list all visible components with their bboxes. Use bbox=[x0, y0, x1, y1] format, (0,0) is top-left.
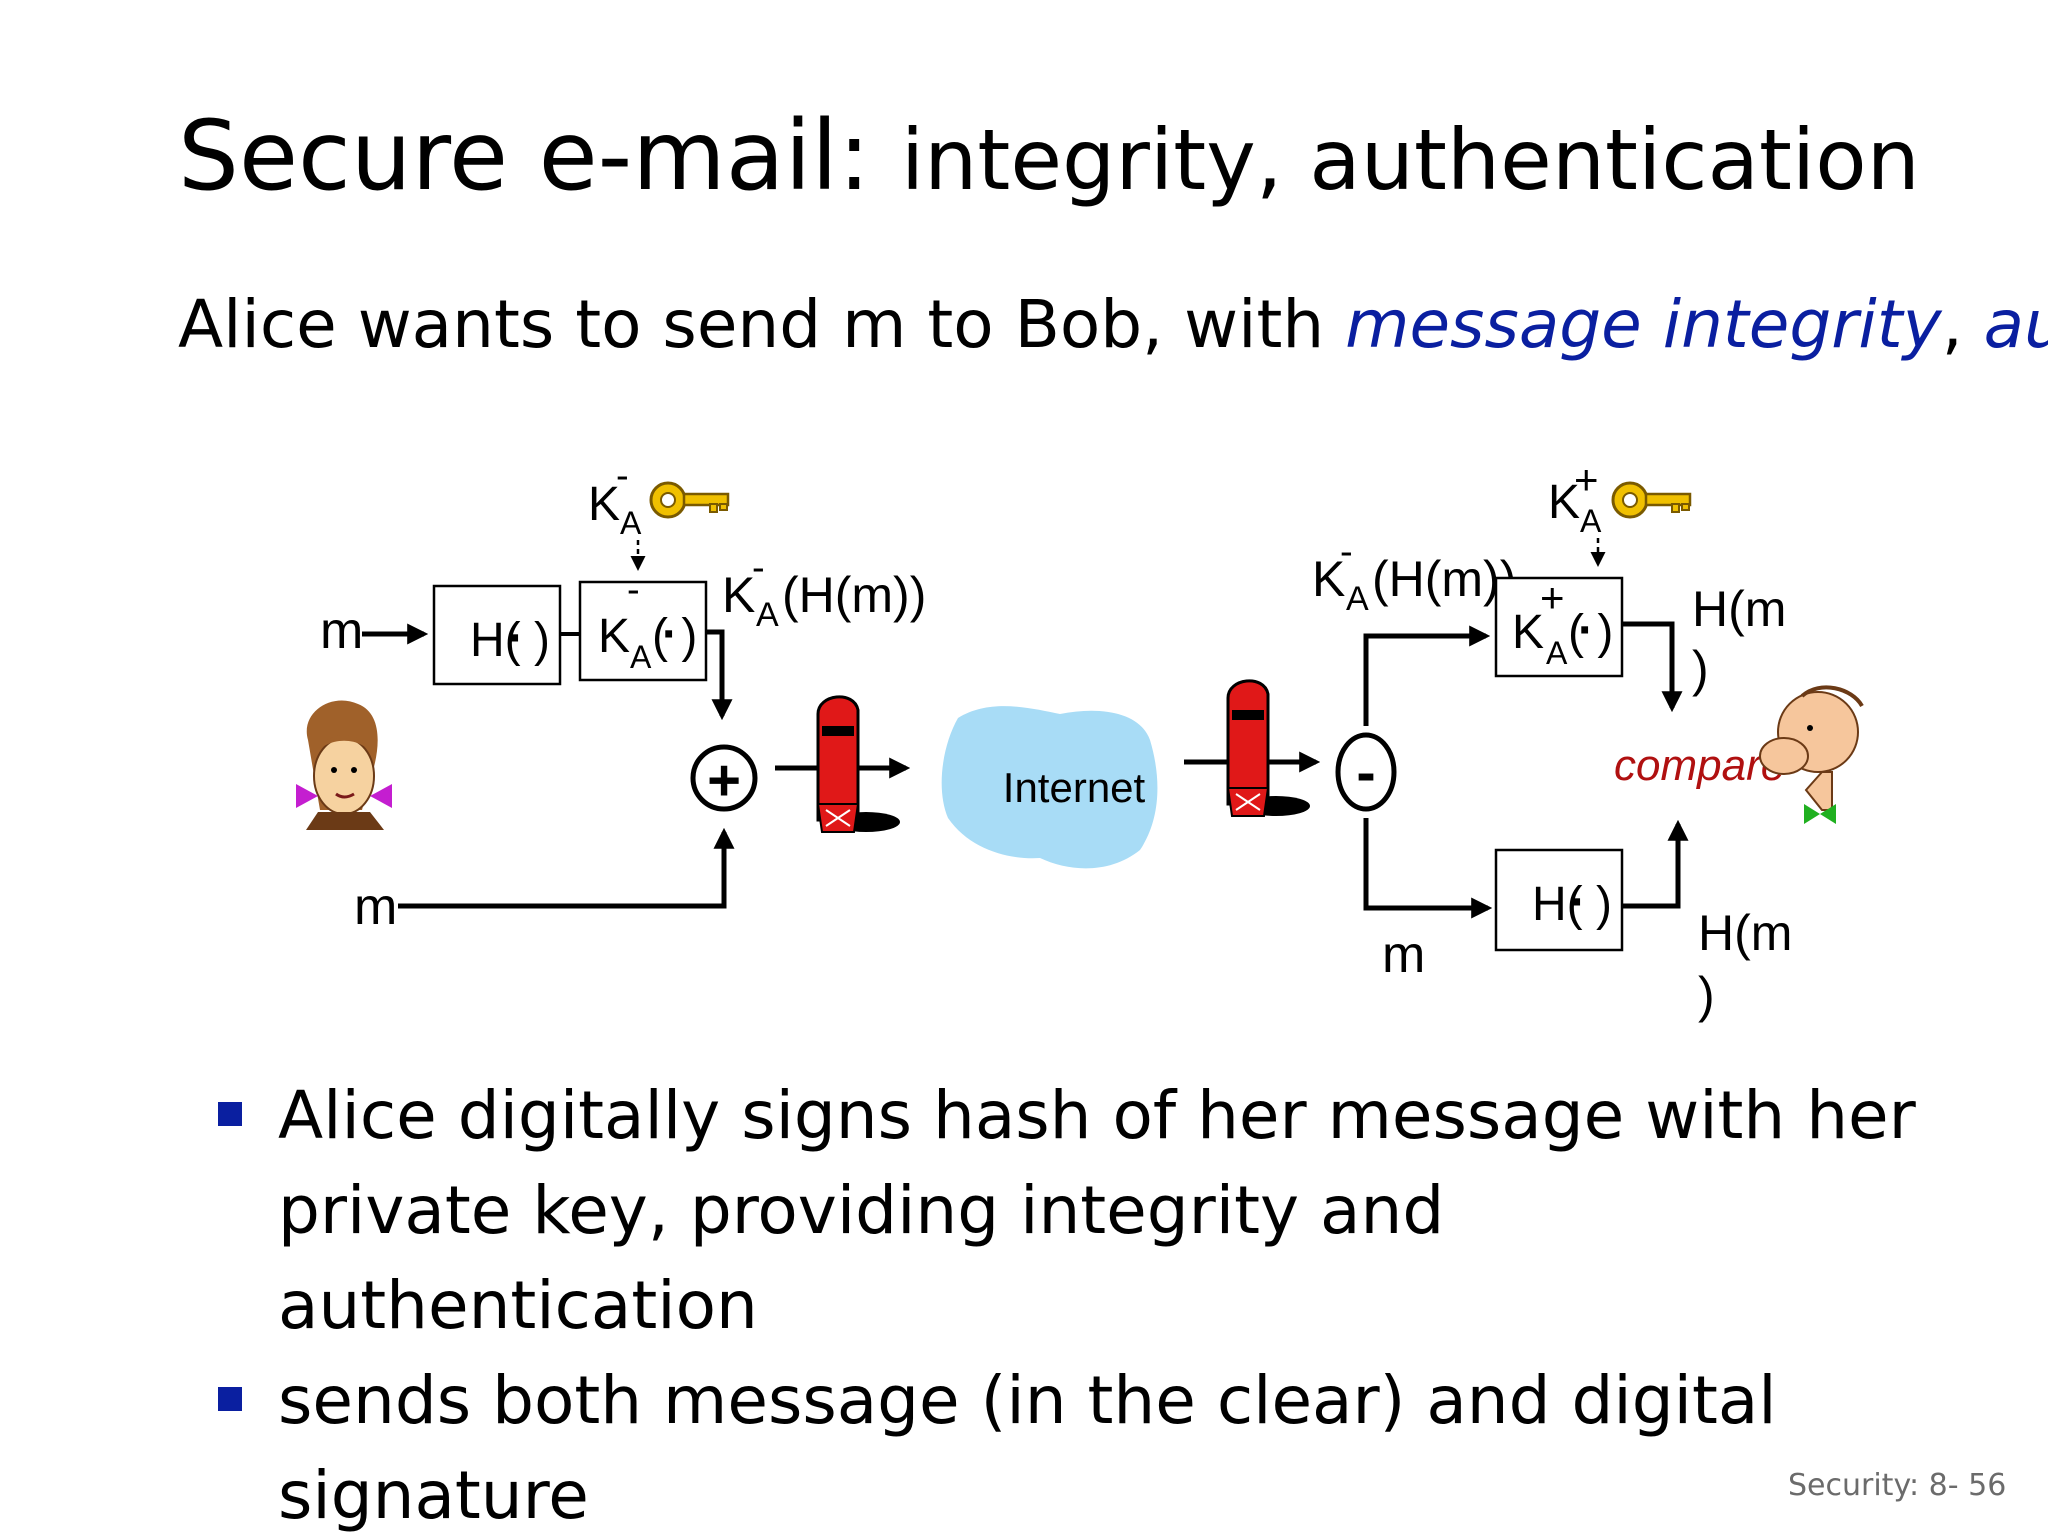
receiver-hm-bottom-2: ) bbox=[1698, 967, 1715, 1023]
sender-sign-paren: ( ) bbox=[652, 610, 697, 663]
receiver-hm-top-1: H(m bbox=[1692, 581, 1786, 637]
sender-key-k: K bbox=[588, 478, 620, 531]
sender-signed-sub: A bbox=[756, 596, 779, 634]
title-rest: integrity, authentication bbox=[900, 111, 1920, 209]
internet-label: Internet bbox=[1003, 764, 1146, 811]
split-to-verify-arrow bbox=[1363, 625, 1491, 726]
receiver-mailbox-icon bbox=[1226, 679, 1310, 817]
m-to-plus-arrow bbox=[398, 827, 735, 909]
combine-circle bbox=[690, 744, 758, 812]
subtitle-highlight-authentication: authentication bbox=[1983, 286, 2048, 363]
slide-subtitle: Alice wants to send m to Bob, with messa… bbox=[178, 292, 2048, 358]
alice-icon bbox=[296, 700, 392, 830]
receiver-signed-rest: (H(m)) bbox=[1372, 551, 1516, 607]
bullet-square-icon bbox=[218, 1102, 242, 1126]
sender-mailbox-icon bbox=[816, 695, 900, 833]
receiver-m-label: m bbox=[1382, 926, 1425, 984]
bullet-square-icon bbox=[218, 1387, 242, 1411]
subtitle-separator: , bbox=[1941, 286, 1984, 363]
receiver-hash-label: H( ) bbox=[1532, 878, 1612, 931]
receiver-signed-k: K bbox=[1312, 551, 1345, 607]
sender-signed-rest: (H(m)) bbox=[782, 567, 926, 623]
receiver-signed-sup: - bbox=[1340, 531, 1353, 573]
sender-signed-k: K bbox=[722, 567, 755, 623]
sign-to-plus-arrow bbox=[706, 629, 733, 721]
receiver-key-sup: + bbox=[1574, 456, 1599, 503]
combine-symbol: + bbox=[707, 748, 741, 813]
split-to-hash-arrow bbox=[1363, 818, 1493, 919]
receiver-key-sub: A bbox=[1580, 503, 1602, 539]
receiver-verify-sub: A bbox=[1546, 635, 1568, 671]
sender-signed-sup: - bbox=[752, 547, 765, 589]
sender-sign-box bbox=[578, 580, 708, 682]
sender-key-sub: A bbox=[620, 505, 642, 541]
slide-title: Secure e-mail: integrity, authentication bbox=[178, 108, 1920, 204]
sender-sign-sub: A bbox=[630, 639, 652, 675]
receiver-hash-box bbox=[1494, 848, 1624, 952]
receiver-hm-bottom-1: H(m bbox=[1698, 905, 1792, 961]
sender-key-sup: - bbox=[616, 455, 629, 497]
verify-to-compare-arrow bbox=[1622, 621, 1683, 713]
public-key-icon bbox=[1611, 481, 1692, 519]
receiver-verify-dot: · bbox=[1578, 604, 1594, 657]
receiver-verify-box bbox=[1494, 576, 1624, 678]
receiver-signed-sub: A bbox=[1346, 580, 1369, 618]
split-circle bbox=[1335, 732, 1397, 812]
bullet-text: sends both message (in the clear) and di… bbox=[278, 1362, 1777, 1534]
sender-m-top: m bbox=[320, 602, 363, 660]
bullet-text: Alice digitally signs hash of her messag… bbox=[278, 1077, 1916, 1344]
sender-hash-label: H( ) bbox=[470, 614, 550, 667]
sender-sign-sup: - bbox=[627, 569, 640, 611]
receiver-verify-sup: + bbox=[1540, 574, 1565, 621]
bob-icon bbox=[1759, 685, 1864, 824]
sender-sign-k: K bbox=[598, 610, 630, 663]
receiver-verify-paren: ( ) bbox=[1568, 606, 1613, 659]
receiver-verify-k: K bbox=[1512, 606, 1544, 659]
bullet-item: sends both message (in the clear) and di… bbox=[218, 1353, 1938, 1536]
split-symbol: - bbox=[1356, 740, 1375, 805]
title-main: Secure e-mail: bbox=[178, 100, 901, 212]
sender-hash-dot: · bbox=[508, 612, 524, 665]
compare-label: compare bbox=[1614, 741, 1785, 790]
subtitle-highlight-integrity: message integrity bbox=[1345, 286, 1942, 363]
sender-m-bottom: m bbox=[354, 878, 397, 936]
sender-hash-box bbox=[432, 584, 562, 686]
bullet-list: Alice digitally signs hash of her messag… bbox=[218, 1068, 1938, 1536]
sender-sign-dot: · bbox=[662, 608, 678, 661]
internet-cloud bbox=[941, 706, 1158, 869]
subtitle-prefix: Alice wants to send m to Bob, with bbox=[178, 286, 1346, 363]
receiver-key-k: K bbox=[1548, 476, 1580, 529]
receiver-hash-dot: · bbox=[1570, 876, 1586, 929]
slide-footer: Security: 8- 56 bbox=[1788, 1468, 2007, 1503]
receiver-hm-top-2: ) bbox=[1692, 641, 1709, 697]
private-key-icon bbox=[649, 481, 730, 519]
bullet-item: Alice digitally signs hash of her messag… bbox=[218, 1068, 1938, 1353]
hash-to-compare-arrow bbox=[1622, 819, 1689, 909]
